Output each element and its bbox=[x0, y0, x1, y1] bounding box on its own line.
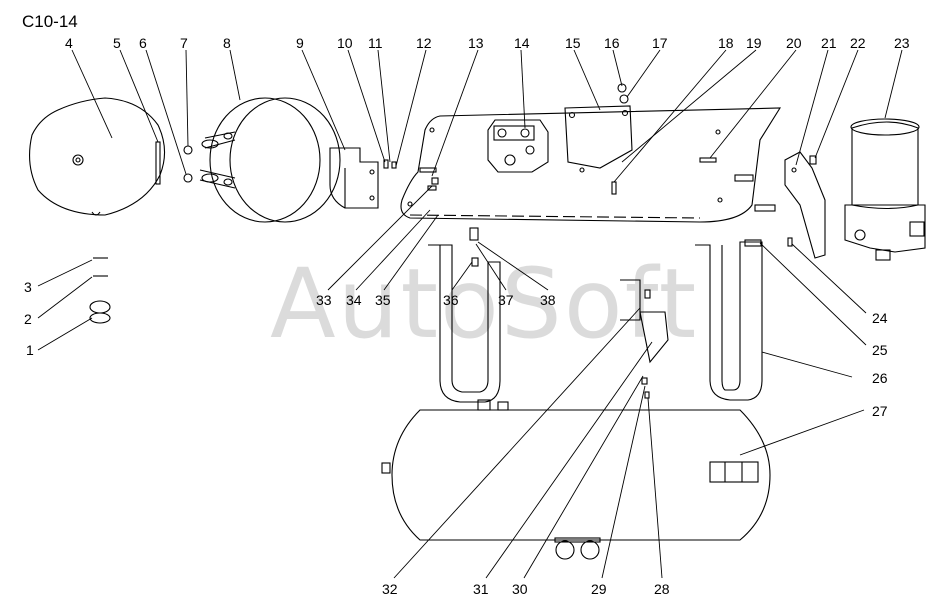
callout-23: 23 bbox=[894, 35, 910, 51]
callout-19: 19 bbox=[746, 35, 762, 51]
callout-34: 34 bbox=[346, 292, 362, 308]
bolt-parts bbox=[419, 157, 776, 212]
fitting-parts bbox=[617, 83, 629, 104]
leader-lines bbox=[37, 49, 903, 579]
callout-13: 13 bbox=[468, 35, 484, 51]
callout-8: 8 bbox=[223, 35, 231, 51]
mount-bracket-part bbox=[329, 147, 397, 209]
callout-32: 32 bbox=[382, 581, 398, 597]
end-cover-part bbox=[29, 97, 166, 216]
cover-plate-part bbox=[564, 105, 633, 173]
callout-36: 36 bbox=[443, 292, 459, 308]
callout-37: 37 bbox=[498, 292, 514, 308]
callout-22: 22 bbox=[850, 35, 866, 51]
callout-2: 2 bbox=[24, 311, 32, 327]
callout-12: 12 bbox=[416, 35, 432, 51]
callout-6: 6 bbox=[139, 35, 147, 51]
diagram-code: C10-14 bbox=[22, 12, 78, 31]
callout-17: 17 bbox=[652, 35, 668, 51]
callout-10: 10 bbox=[337, 35, 353, 51]
mounting-plate-part bbox=[400, 107, 782, 223]
callout-38: 38 bbox=[540, 292, 556, 308]
callout-33: 33 bbox=[316, 292, 332, 308]
dryer-bolt-parts bbox=[744, 237, 793, 247]
callout-31: 31 bbox=[473, 581, 489, 597]
callout-15: 15 bbox=[565, 35, 581, 51]
nut-parts bbox=[183, 145, 193, 183]
callout-11: 11 bbox=[368, 35, 383, 51]
callout-7: 7 bbox=[180, 35, 188, 51]
valve-part bbox=[487, 119, 549, 173]
air-tank-part bbox=[381, 399, 771, 560]
callout-14: 14 bbox=[514, 35, 530, 51]
callout-26: 26 bbox=[872, 370, 888, 386]
callout-3: 3 bbox=[24, 279, 32, 295]
callout-5: 5 bbox=[113, 35, 121, 51]
callout-4: 4 bbox=[65, 35, 73, 51]
callout-29: 29 bbox=[591, 581, 607, 597]
hose-clamp-parts bbox=[89, 257, 111, 324]
callout-28: 28 bbox=[654, 581, 670, 597]
air-dryer-part bbox=[844, 118, 926, 261]
dryer-bracket-part bbox=[784, 151, 826, 259]
small-fastener-parts bbox=[431, 177, 651, 399]
callout-24: 24 bbox=[872, 310, 888, 326]
callout-labels: 1 2 3 4 5 6 7 8 9 10 11 12 13 14 15 16 1… bbox=[24, 35, 910, 597]
callout-21: 21 bbox=[821, 35, 837, 51]
callout-18: 18 bbox=[718, 35, 734, 51]
callout-16: 16 bbox=[604, 35, 620, 51]
callout-35: 35 bbox=[375, 292, 391, 308]
callout-9: 9 bbox=[296, 35, 304, 51]
strap-ring-part bbox=[199, 97, 341, 223]
tank-strap-part bbox=[428, 241, 763, 403]
callout-20: 20 bbox=[786, 35, 802, 51]
callout-1: 1 bbox=[26, 342, 34, 358]
callout-27: 27 bbox=[872, 403, 888, 419]
callout-30: 30 bbox=[512, 581, 528, 597]
callout-25: 25 bbox=[872, 342, 888, 358]
